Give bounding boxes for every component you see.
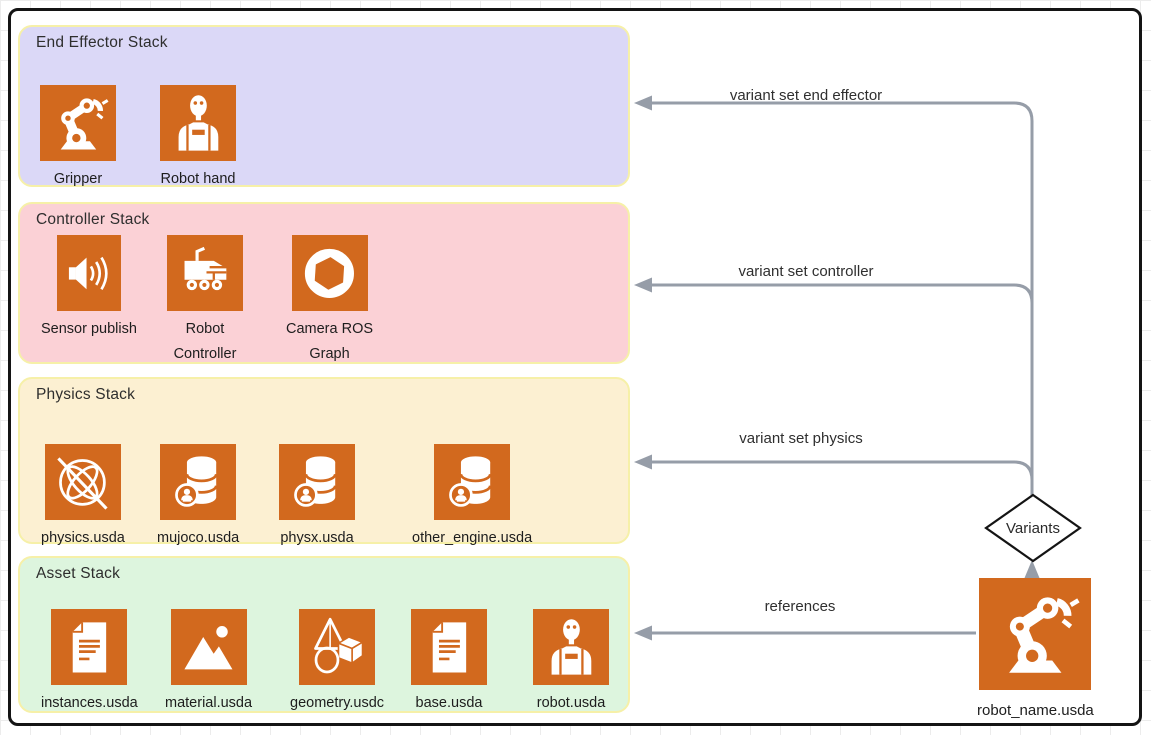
node-label: physics.usda [41, 530, 125, 546]
node-physics-usda[interactable]: physics.usda [41, 444, 125, 551]
node-label: geometry.usdc [290, 695, 385, 711]
end-effector-stack-panel[interactable]: End Effector Stack Gripper Robot hand [18, 25, 630, 187]
controller-stack-panel[interactable]: Controller Stack Sensor publish Robot Co… [18, 202, 630, 364]
edge-label-variant-set-controller: variant set controller [738, 263, 874, 280]
node-label: Camera ROS Graph [286, 321, 374, 362]
asset-stack-panel[interactable]: Asset Stack instances.usda material.usda… [18, 556, 630, 713]
robot-humanoid-icon [165, 90, 232, 157]
geometry-usdc-tile [299, 609, 376, 685]
speaker-waves-icon [61, 240, 117, 307]
node-robot-usda[interactable]: robot.usda [533, 609, 609, 716]
base-usda-tile [411, 609, 487, 685]
node-label: Robot hand [160, 171, 236, 187]
node-label: physx.usda [280, 530, 354, 546]
node-label: robot.usda [536, 695, 606, 711]
document-icon [56, 614, 123, 681]
camera-aperture-icon [296, 240, 363, 307]
robot-arm-icon [986, 585, 1085, 684]
physics-stack-panel[interactable]: Physics Stack physics.usda mujoco.usda p… [18, 377, 630, 546]
robot-name-usda-tile [979, 578, 1092, 690]
edge-label-variant-set-physics: variant set physics [739, 430, 863, 447]
node-label: other_engine.usda [412, 530, 533, 546]
node-physx-usda[interactable]: physx.usda [279, 444, 355, 551]
variants-diamond[interactable]: Variants [984, 493, 1082, 563]
panel-title: Controller Stack [36, 211, 150, 228]
node-robot-name-usda[interactable]: robot_name.usda [977, 578, 1094, 724]
node-label: Robot Controller [173, 321, 237, 362]
node-label: material.usda [165, 695, 253, 711]
geometry-shapes-icon [304, 614, 371, 681]
node-label: Sensor publish [41, 321, 137, 337]
node-camera-ros-graph[interactable]: Camera ROS Graph [286, 235, 373, 367]
mujoco-usda-tile [160, 444, 237, 520]
physics-usda-tile [44, 444, 121, 520]
sensor-publish-tile [56, 235, 121, 311]
material-usda-tile [170, 609, 247, 685]
image-mountain-icon [175, 614, 242, 681]
rover-icon [172, 240, 239, 307]
node-robot-controller[interactable]: Robot Controller [167, 235, 243, 367]
panel-title: Physics Stack [36, 386, 136, 403]
edge-label-variant-set-end-effector: variant set end effector [729, 87, 883, 104]
database-user-icon [439, 449, 506, 516]
node-label: base.usda [415, 695, 483, 711]
node-robot-hand[interactable]: Robot hand [160, 85, 236, 192]
database-user-icon [284, 449, 351, 516]
edge-label-references: references [764, 598, 836, 615]
node-instances-usda[interactable]: instances.usda [41, 609, 138, 716]
node-sensor-publish[interactable]: Sensor publish [41, 235, 137, 342]
document-icon [416, 614, 483, 681]
atom-orbits-icon [49, 449, 116, 516]
instances-usda-tile [51, 609, 128, 685]
robot-controller-tile [167, 235, 243, 311]
node-label: mujoco.usda [157, 530, 240, 546]
panel-title: Asset Stack [36, 565, 121, 582]
node-material-usda[interactable]: material.usda [165, 609, 252, 716]
robot-arm-icon [45, 90, 112, 157]
node-other-engine-usda[interactable]: other_engine.usda [412, 444, 532, 551]
node-gripper[interactable]: Gripper [40, 85, 116, 192]
node-mujoco-usda[interactable]: mujoco.usda [157, 444, 239, 551]
physx-usda-tile [279, 444, 355, 520]
camera-ros-graph-tile [291, 235, 368, 311]
variants-label: Variants [1006, 519, 1060, 537]
panel-title: End Effector Stack [36, 34, 168, 51]
database-user-icon [165, 449, 232, 516]
robot-hand-tile [160, 85, 236, 161]
other-engine-usda-tile [434, 444, 511, 520]
node-label: robot_name.usda [977, 702, 1094, 719]
node-base-usda[interactable]: base.usda [411, 609, 487, 716]
robot-usda-tile [533, 609, 609, 685]
node-geometry-usdc[interactable]: geometry.usdc [290, 609, 384, 716]
node-label: instances.usda [41, 695, 138, 711]
gripper-tile [40, 85, 116, 161]
node-label: Gripper [53, 171, 103, 187]
robot-humanoid-icon [538, 614, 605, 681]
